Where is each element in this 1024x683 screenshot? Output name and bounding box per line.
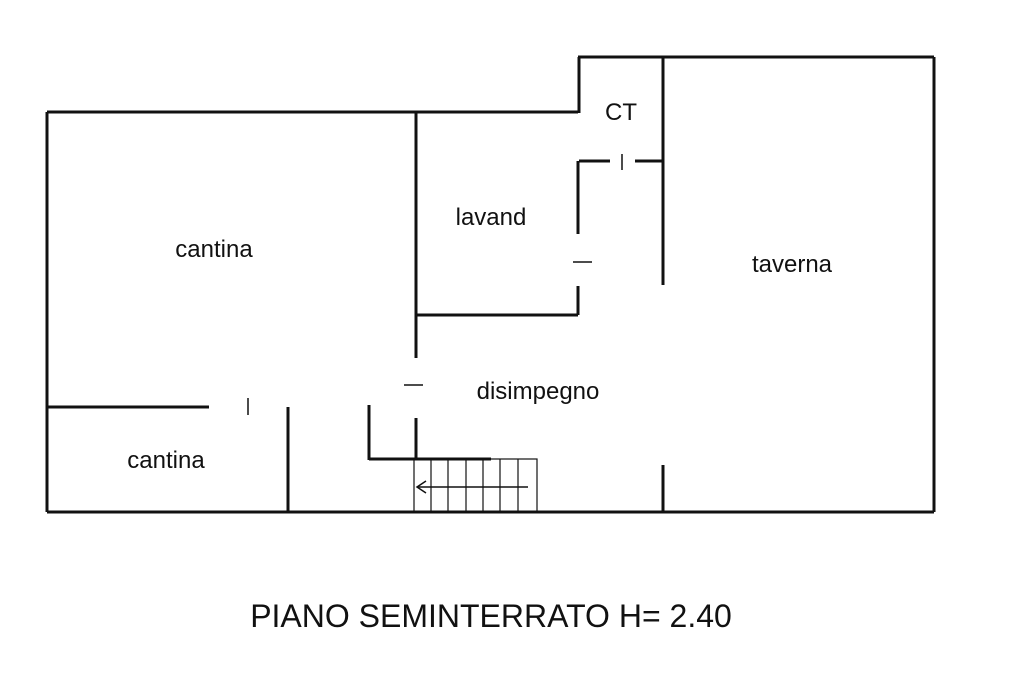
- door-marks: [247, 154, 623, 415]
- stair-arrow-head: [415, 480, 427, 494]
- staircase: [413, 458, 538, 513]
- walls: [45, 55, 936, 514]
- plan-title: PIANO SEMINTERRATO H= 2.40: [250, 598, 732, 634]
- label-disimpegno: disimpegno: [477, 378, 600, 405]
- stair-outline: [413, 458, 538, 513]
- room-labels: cantina cantina lavand CT taverna disimp…: [127, 99, 832, 474]
- label-lavand: lavand: [456, 204, 527, 231]
- label-cantina-main: cantina: [175, 236, 253, 263]
- label-ct: CT: [605, 99, 637, 126]
- label-cantina-small: cantina: [127, 447, 205, 474]
- label-taverna: taverna: [752, 251, 833, 278]
